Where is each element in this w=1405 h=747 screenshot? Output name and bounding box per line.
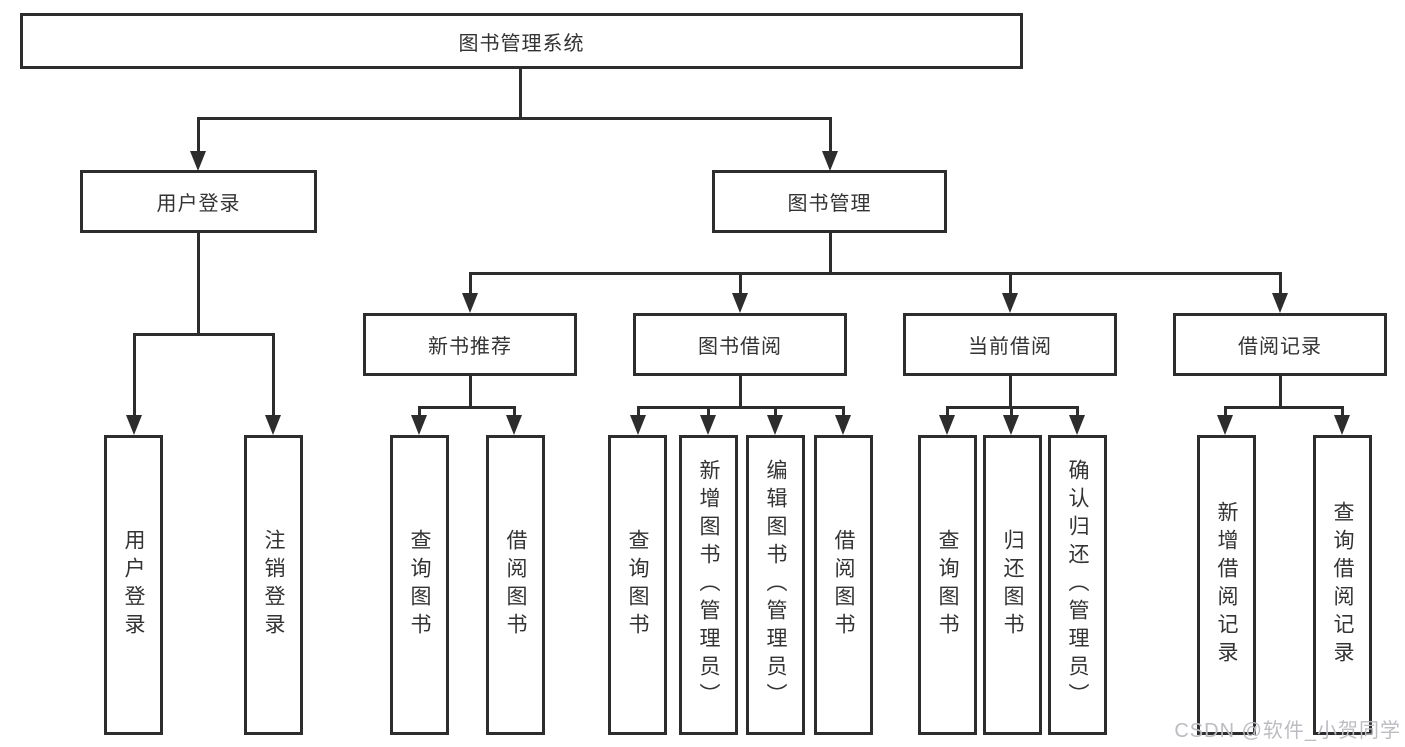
arrowhead-bb-borrow [835,415,851,435]
connector-user-login-stem [197,233,200,333]
node-book-borrow: 图书借阅 [633,313,847,376]
connector-user-login-bar [133,333,274,336]
leaf-cb-confirm-return-admin: 确认归还（管理员） [1048,435,1107,735]
node-borrow-records: 借阅记录 [1173,313,1387,376]
connector-cb-stem [1009,376,1012,406]
connector-leaf-logout-drop [272,333,275,417]
connector-current-borrow-drop [1009,272,1012,295]
connector-br-add-drop [1224,406,1227,417]
leaf-label: 归还图书 [1001,529,1024,641]
leaf-label: 查询图书 [626,529,649,641]
connector-br-query-drop [1341,406,1344,417]
leaf-label: 确认归还（管理员） [1066,459,1089,711]
connector-book-mgmt-bar [469,272,1281,275]
connector-book-mgmt-stem [829,233,832,272]
leaf-bb-query-books: 查询图书 [608,435,667,735]
arrowhead-bb-query [630,415,646,435]
leaf-nb-borrow-books: 借阅图书 [486,435,545,735]
arrowhead-borrow-records [1272,293,1288,313]
connector-bb-bar [637,406,844,409]
connector-nb-stem [469,376,472,406]
connector-nb-borrow-drop [513,406,516,417]
leaf-label: 新增借阅记录 [1215,501,1238,669]
leaf-cb-query-books: 查询图书 [918,435,977,735]
arrowhead-user-login [190,151,206,171]
leaf-user-login: 用户登录 [104,435,163,735]
arrowhead-cb-query [939,415,955,435]
connector-bb-query-drop [637,406,640,417]
leaf-label: 借阅图书 [832,529,855,641]
arrowhead-cb-return [1003,415,1019,435]
arrowhead-current-borrow [1002,293,1018,313]
arrowhead-nb-query [411,415,427,435]
connector-leaf-login-drop [133,333,136,417]
connector-user-login-drop [197,117,200,154]
leaf-cb-return-books: 归还图书 [983,435,1042,735]
node-root: 图书管理系统 [20,13,1023,69]
arrowhead-bb-edit [767,415,783,435]
leaf-logout: 注销登录 [244,435,303,735]
leaf-bb-borrow-books: 借阅图书 [814,435,873,735]
node-book-management: 图书管理 [712,170,947,233]
arrowhead-leaf-logout [265,415,281,435]
leaf-label: 查询借阅记录 [1331,501,1354,669]
connector-bb-stem [739,376,742,406]
connector-bb-add-drop [707,406,710,417]
arrowhead-cb-confirm [1069,415,1085,435]
leaf-label: 查询图书 [936,529,959,641]
connector-root-stem [519,69,522,117]
arrowhead-new-books [462,293,478,313]
leaf-label: 编辑图书（管理员） [764,459,787,711]
connector-book-borrow-drop [739,272,742,295]
leaf-bb-edit-books-admin: 编辑图书（管理员） [746,435,805,735]
arrowhead-br-add [1217,415,1233,435]
leaf-nb-query-books: 查询图书 [390,435,449,735]
leaf-label: 借阅图书 [504,529,527,641]
node-user-login: 用户登录 [80,170,317,233]
connector-new-books-drop [469,272,472,295]
leaf-br-add-record: 新增借阅记录 [1197,435,1256,735]
connector-nb-bar [418,406,516,409]
connector-cb-query-drop [946,406,949,417]
arrowhead-leaf-login [126,415,142,435]
connector-br-bar [1224,406,1343,409]
arrowhead-br-query [1334,415,1350,435]
connector-cb-confirm-drop [1076,406,1079,417]
leaf-label: 查询图书 [408,529,431,641]
node-current-borrow: 当前借阅 [903,313,1117,376]
node-new-book-recommend: 新书推荐 [363,313,577,376]
arrowhead-book-mgmt [822,151,838,171]
leaf-label: 用户登录 [122,529,145,641]
connector-book-mgmt-drop [829,117,832,154]
arrowhead-book-borrow [732,293,748,313]
arrowhead-bb-add [700,415,716,435]
connector-br-stem [1279,376,1282,406]
connector-cb-return-drop [1010,406,1013,417]
leaf-br-query-record: 查询借阅记录 [1313,435,1372,735]
connector-borrow-records-drop [1279,272,1282,295]
connector-bb-borrow-drop [842,406,845,417]
leaf-bb-add-books-admin: 新增图书（管理员） [679,435,738,735]
leaf-label: 注销登录 [262,529,285,641]
arrowhead-nb-borrow [506,415,522,435]
leaf-label: 新增图书（管理员） [697,459,720,711]
connector-bb-edit-drop [774,406,777,417]
connector-nb-query-drop [418,406,421,417]
connector-root-bar [197,117,832,120]
